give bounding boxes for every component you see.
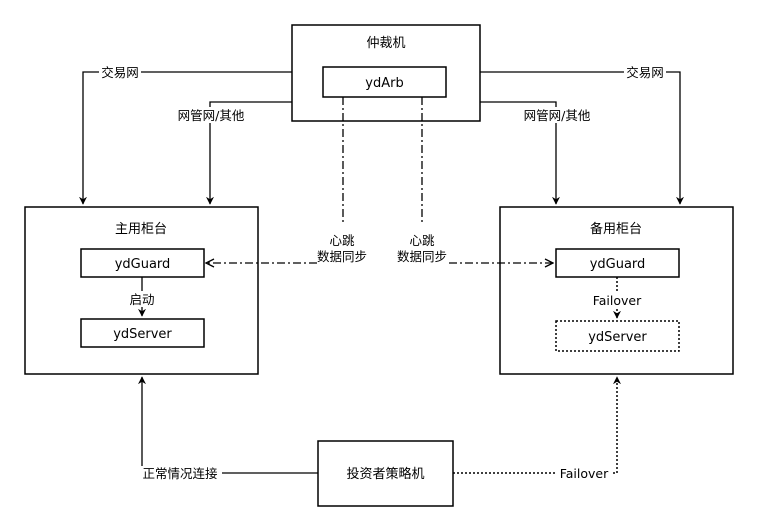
ydarb-box <box>322 66 447 98</box>
failover-connect-label: Failover <box>560 466 609 481</box>
backup-ydserver-box <box>555 320 680 352</box>
arbiter-title: 仲裁机 <box>366 35 405 51</box>
mgmt-net-left-line <box>206 101 292 205</box>
normal-connect-label: 正常情况连接 <box>142 466 218 481</box>
primary-ydguard-label: ydGuard <box>115 257 171 272</box>
mgmt-net-right-line <box>480 101 560 205</box>
backup-ydserver-label: ydServer <box>588 330 647 345</box>
strategy-machine-label: 投资者策略机 <box>346 466 424 482</box>
backup-ydguard-label: ydGuard <box>590 257 646 272</box>
failover-connect-line <box>453 376 621 474</box>
mgmt-net-right-label: 网管网/其他 <box>524 108 591 123</box>
primary-cabinet-title: 主用柜台 <box>115 222 167 237</box>
trading-net-left-label: 交易网 <box>101 65 139 80</box>
strategy-machine-box <box>317 440 454 507</box>
heartbeat-left-label-1: 心跳 <box>329 233 355 248</box>
primary-ydserver-label: ydServer <box>113 327 172 342</box>
heartbeat-left-label-2: 数据同步 <box>317 249 367 264</box>
heartbeat-right-label-1: 心跳 <box>409 233 435 248</box>
primary-ydserver-box <box>80 318 205 348</box>
start-label: 启动 <box>129 292 154 307</box>
primary-ydguard-box <box>80 248 205 278</box>
backup-failover-label: Failover <box>593 293 642 308</box>
normal-connect-line <box>138 376 318 474</box>
trading-net-left-line <box>79 71 292 205</box>
ydarb-label: ydArb <box>365 76 403 91</box>
trading-net-right-line <box>480 71 684 205</box>
trading-net-right-label: 交易网 <box>626 65 664 80</box>
backup-cabinet-title: 备用柜台 <box>590 221 642 237</box>
mgmt-net-left-label: 网管网/其他 <box>178 108 245 123</box>
heartbeat-right-label-2: 数据同步 <box>397 249 447 264</box>
